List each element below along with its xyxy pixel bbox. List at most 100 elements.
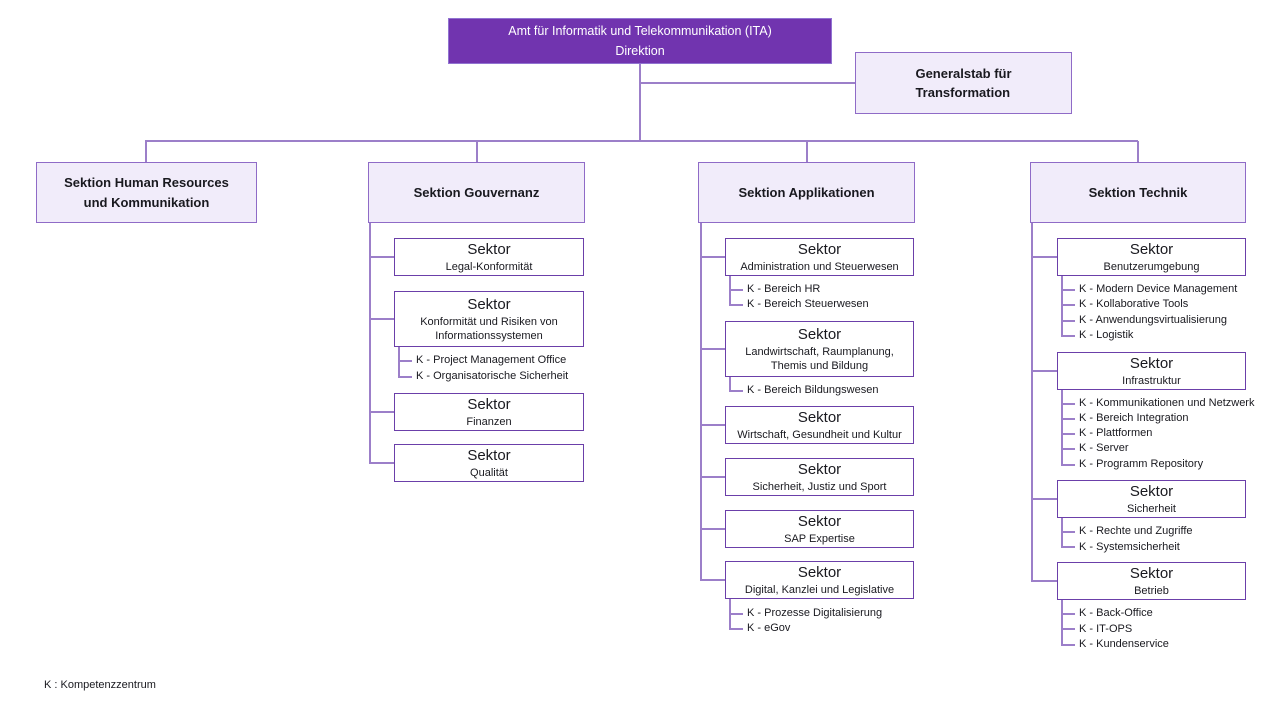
sektor-node: Sektor Legal-Konformität <box>394 238 584 276</box>
sektor-node: Sektor Sicherheit <box>1057 480 1246 518</box>
sektor-node: Sektor Administration und Steuerwesen <box>725 238 914 276</box>
connector <box>398 360 412 362</box>
connector <box>729 390 743 392</box>
section-node-gouvernanz: Sektion Gouvernanz <box>368 162 585 223</box>
kompetenzzentrum-item: K - Server <box>1079 442 1129 454</box>
connector <box>1061 628 1075 630</box>
sektor-subtitle: Sicherheit <box>1127 503 1176 515</box>
sektor-subtitle: Finanzen <box>466 416 512 428</box>
connector <box>1061 403 1075 405</box>
connector <box>1061 531 1075 533</box>
connector <box>729 289 743 291</box>
sektor-node: Sektor Wirtschaft, Gesundheit und Kultur <box>725 406 914 444</box>
connector <box>1031 498 1057 500</box>
connector <box>729 304 743 306</box>
kompetenzzentrum-item: K - Plattformen <box>1079 427 1153 439</box>
sektor-title: Sektor <box>467 396 511 413</box>
connector <box>729 276 731 305</box>
sektor-subtitle: Qualität <box>470 467 508 479</box>
kompetenzzentrum-item: K - Bereich Steuerwesen <box>747 298 869 310</box>
footnote-legend: K : Kompetenzzentrum <box>44 679 156 691</box>
section-title: Sektion Technik <box>1088 184 1188 200</box>
connector <box>1031 223 1033 581</box>
connector <box>398 347 400 377</box>
kompetenzzentrum-item: K - Logistik <box>1079 329 1134 341</box>
sektor-node: Sektor Betrieb <box>1057 562 1246 600</box>
kompetenzzentrum-item: K - Back-Office <box>1079 607 1153 619</box>
connector <box>729 377 731 391</box>
connector <box>1061 518 1063 548</box>
kompetenzzentrum-item: K - Kundenservice <box>1079 638 1169 650</box>
connector <box>1061 433 1075 435</box>
connector <box>369 318 394 320</box>
connector <box>1061 335 1075 337</box>
sektor-title: Sektor <box>797 461 842 478</box>
kompetenzzentrum-item: K - Modern Device Management <box>1079 283 1238 295</box>
sektor-subtitle: Digital, Kanzlei und Legislative <box>744 584 895 596</box>
staff-title-line2: Transformation <box>915 85 1011 100</box>
sektor-node: Sektor Infrastruktur <box>1057 352 1246 390</box>
sektor-subtitle: Landwirtschaft, Raumplanung, Themis und … <box>745 346 894 372</box>
connector <box>1061 644 1075 646</box>
kompetenzzentrum-item: K - Project Management Office <box>416 354 567 366</box>
sektor-subtitle: Sicherheit, Justiz und Sport <box>752 481 887 493</box>
connector <box>1061 276 1063 336</box>
section-node-hr: Sektion Human Resources und Kommunikatio… <box>36 162 257 223</box>
section-title: Sektion Applikationen <box>738 184 875 200</box>
section-title: Sektion Human Resources und Kommunikatio… <box>64 175 229 210</box>
section-node-applikationen: Sektion Applikationen <box>698 162 915 223</box>
kompetenzzentrum-item: K - Systemsicherheit <box>1079 541 1180 553</box>
kompetenzzentrum-item: K - eGov <box>747 622 791 634</box>
kompetenzzentrum-item: K - Bereich Integration <box>1079 412 1189 424</box>
sektor-node: Sektor Finanzen <box>394 393 584 431</box>
connector <box>700 476 725 478</box>
connector <box>369 462 394 464</box>
staff-node: Generalstab für Transformation <box>855 52 1072 114</box>
connector <box>1061 613 1075 615</box>
sektor-title: Sektor <box>797 241 842 258</box>
sektor-title: Sektor <box>797 564 842 581</box>
connector <box>1137 141 1139 162</box>
kompetenzzentrum-item: K - Bereich Bildungswesen <box>747 384 879 396</box>
connector <box>369 256 394 258</box>
connector <box>700 424 725 426</box>
root-subtitle: Direktion <box>615 44 665 58</box>
connector <box>1061 390 1063 465</box>
connector <box>1061 600 1063 645</box>
kompetenzzentrum-item: K - Rechte und Zugriffe <box>1079 525 1193 537</box>
sektor-node: Sektor Konformität und Risiken von Infor… <box>394 291 584 347</box>
connector <box>1061 289 1075 291</box>
connector <box>1061 546 1075 548</box>
sektor-node: Sektor Sicherheit, Justiz und Sport <box>725 458 914 496</box>
sektor-title: Sektor <box>797 326 842 343</box>
sektor-title: Sektor <box>1129 355 1174 372</box>
kompetenzzentrum-item: K - Bereich HR <box>747 283 821 295</box>
connector <box>729 628 743 630</box>
sektor-title: Sektor <box>1129 241 1174 258</box>
sektor-subtitle: SAP Expertise <box>784 533 855 545</box>
connector <box>1031 256 1057 258</box>
sektor-subtitle: Administration und Steuerwesen <box>740 261 899 273</box>
connector <box>639 64 641 141</box>
sektor-node: Sektor SAP Expertise <box>725 510 914 548</box>
connector <box>145 141 147 162</box>
sektor-title: Sektor <box>467 241 511 258</box>
kompetenzzentrum-item: K - Kommunikationen und Netzwerk <box>1079 397 1255 409</box>
sektor-title: Sektor <box>797 513 842 530</box>
sektor-title: Sektor <box>1129 565 1174 582</box>
connector <box>700 348 725 350</box>
connector <box>729 613 743 615</box>
connector <box>1031 370 1057 372</box>
sektor-subtitle: Wirtschaft, Gesundheit und Kultur <box>737 429 902 441</box>
kompetenzzentrum-item: K - Kollaborative Tools <box>1079 298 1189 310</box>
sektor-subtitle: Legal-Konformität <box>445 261 533 273</box>
connector <box>369 223 371 463</box>
kompetenzzentrum-item: K - IT-OPS <box>1079 623 1133 635</box>
sektor-node: Sektor Benutzerumgebung <box>1057 238 1246 276</box>
sektor-subtitle: Infrastruktur <box>1122 375 1181 387</box>
connector <box>700 528 725 530</box>
sektor-node: Sektor Digital, Kanzlei und Legislative <box>725 561 914 599</box>
connector <box>1061 320 1075 322</box>
sektor-title: Sektor <box>1129 483 1174 500</box>
